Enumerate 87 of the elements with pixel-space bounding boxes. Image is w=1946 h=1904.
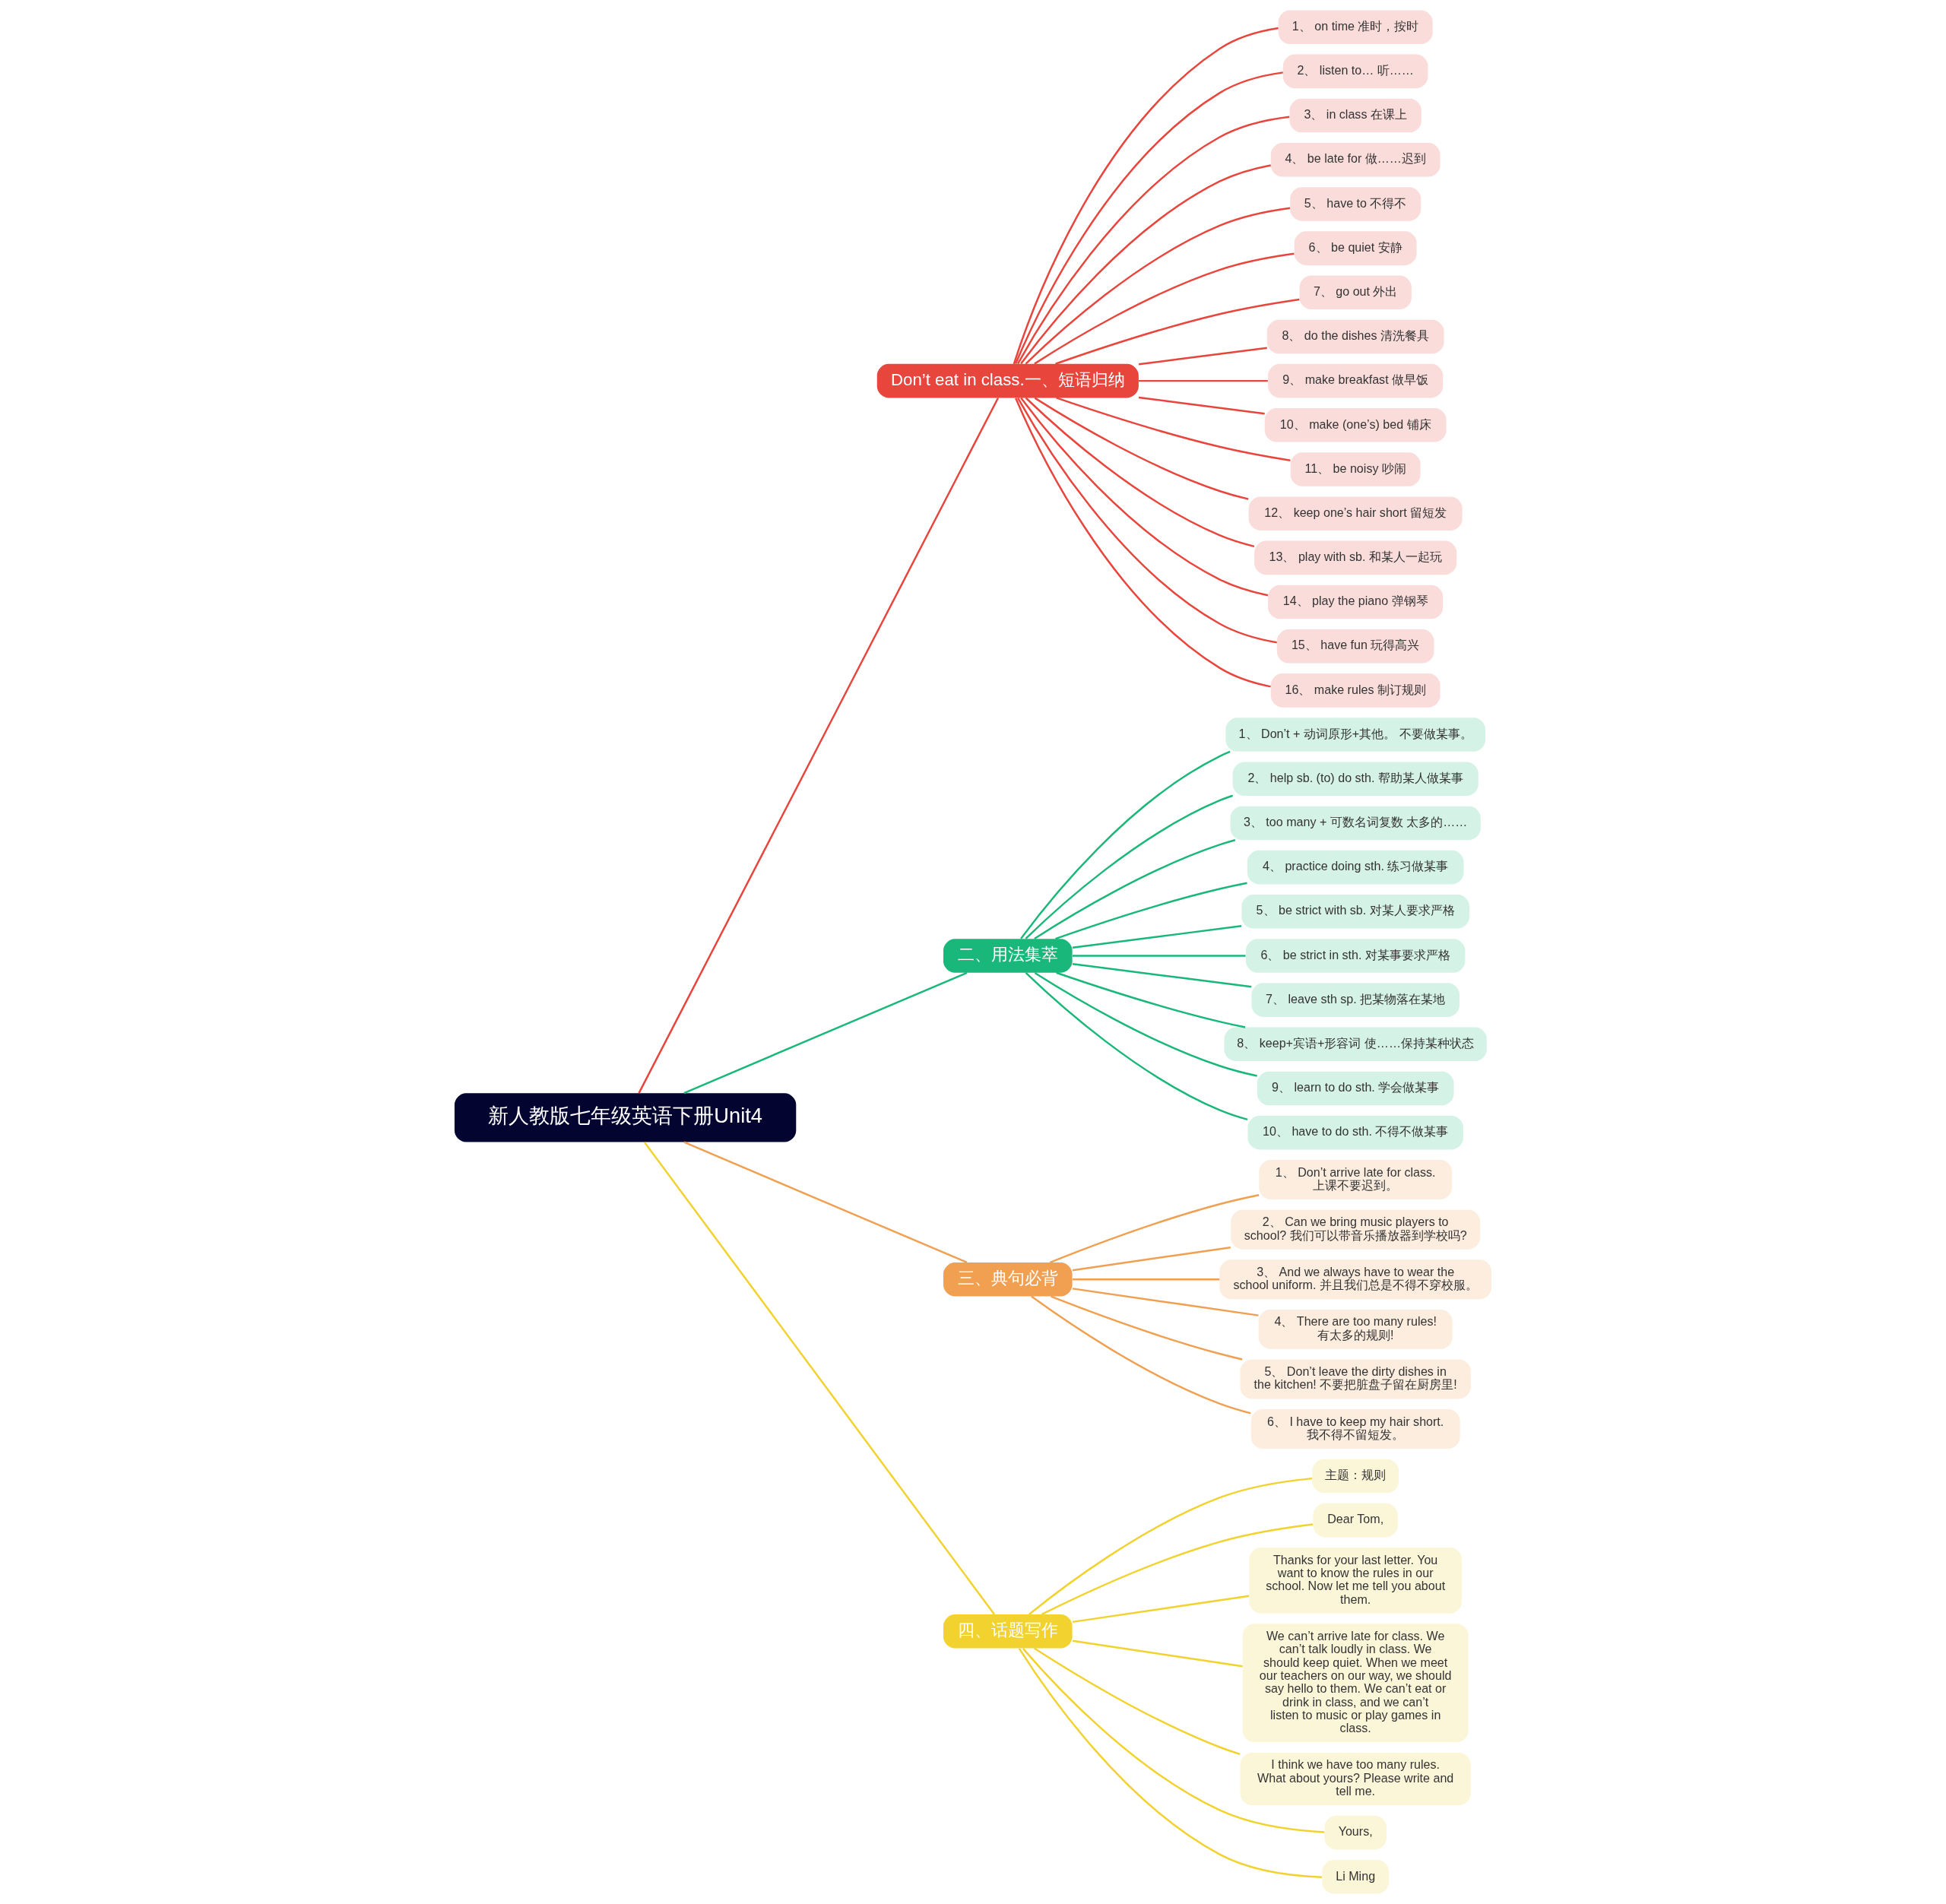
connector (1020, 750, 1231, 939)
connector (1016, 397, 1277, 644)
node-box: We can’t arrive late for class. We can’t talk loudly in class. We should keep quiet. When we meet our teachers on our way, we should say hello to them. We can’t eat or drink in class, and we can’t listen to music or play games in class. (1242, 1624, 1469, 1743)
connector (1015, 398, 1271, 688)
node-box: 3、 too many + 可数名词复数 太多的…… (1230, 806, 1481, 841)
node-box: 二、用法集萃 (943, 939, 1073, 973)
node-box: 8、 do the dishes 清洗餐具 (1266, 319, 1444, 354)
connector (1031, 1295, 1251, 1415)
connector (1025, 971, 1248, 1121)
node-box: 6、 be quiet 安静 (1294, 231, 1417, 265)
connector (1072, 1246, 1231, 1272)
node-box: 9、 make breakfast 做早饭 (1268, 363, 1444, 398)
node-box: 4、 There are too many rules! 有太多的规则! (1258, 1309, 1453, 1349)
connector (1022, 1648, 1325, 1833)
node-box: 新人教版七年级英语下册Unit4 (454, 1093, 797, 1142)
node-box: 4、 be late for 做……迟到 (1270, 142, 1440, 177)
connector (683, 1141, 968, 1264)
node-box: 1、 Don’t arrive late for class. 上课不要迟到。 (1259, 1160, 1453, 1200)
node-box: 四、话题写作 (943, 1614, 1073, 1649)
node-box: 主题：规则 (1312, 1459, 1399, 1494)
connector (1138, 347, 1267, 366)
connector (1033, 1647, 1241, 1756)
connector (683, 971, 968, 1095)
connector (1051, 1295, 1243, 1361)
connector (1016, 116, 1290, 365)
connector (1055, 298, 1300, 365)
connector (1041, 1523, 1314, 1615)
node-box: Don’t eat in class.一、短语归纳 (876, 363, 1139, 398)
connector (1025, 794, 1234, 939)
node-box: 9、 learn to do sth. 学会做某事 (1257, 1071, 1454, 1106)
node-box: 7、 go out 外出 (1299, 275, 1412, 310)
node-box: Yours, (1324, 1815, 1387, 1850)
node-box: 10、 have to do sth. 不得不做某事 (1247, 1115, 1463, 1150)
node-box: 5、 have to 不得不 (1290, 187, 1421, 221)
node-box: 2、 help sb. (to) do sth. 帮助某人做某事 (1232, 762, 1479, 796)
node-box: 16、 make rules 制订规则 (1270, 673, 1440, 708)
node-box: 6、 be strict in sth. 对某事要求严格 (1245, 939, 1466, 973)
connector (1013, 27, 1279, 365)
connector (1025, 207, 1291, 365)
node-box: 1、 on time 准时，按时 (1278, 10, 1433, 44)
connector (1028, 1477, 1313, 1615)
node-box: 5、 Don’t leave the dirty dishes in the kitchen! 不要把脏盘子留在厨房里! (1240, 1359, 1471, 1399)
node-box: 6、 I have to keep my hair short. 我不得不留短发。 (1250, 1409, 1460, 1449)
node-box: 15、 have fun 玩得高兴 (1276, 629, 1434, 664)
connector (1056, 397, 1291, 461)
node-box: 3、 in class 在课上 (1289, 98, 1421, 133)
node-box: 10、 make (one’s) bed 铺床 (1264, 408, 1447, 442)
node-box: 5、 be strict with sb. 对某人要求严格 (1241, 895, 1469, 929)
connector (1072, 1288, 1259, 1316)
connector (1015, 71, 1283, 364)
node-box: 4、 practice doing sth. 练习做某事 (1247, 850, 1464, 885)
connector (1139, 379, 1268, 382)
node-box: I think we have too many rules. What about yours? Please write and tell me. (1240, 1752, 1471, 1806)
node-box: 7、 leave sth sp. 把某物落在某地 (1251, 983, 1460, 1017)
node-box: 12、 keep one’s hair short 留短发 (1248, 496, 1463, 531)
node-box: 13、 play with sb. 和某人一起玩 (1254, 540, 1457, 575)
node-box: Dear Tom, (1313, 1503, 1398, 1538)
connector (1034, 839, 1236, 939)
connector (1025, 397, 1255, 548)
connector (1073, 955, 1246, 957)
connector (1072, 1595, 1250, 1624)
connector (1020, 164, 1271, 365)
node-box: 3、 And we always have to wear the school uniform. 并且我们总是不得不穿校服。 (1219, 1259, 1492, 1300)
connector (638, 397, 1000, 1094)
connector (1056, 971, 1246, 1028)
connector (1050, 1194, 1260, 1263)
node-box: Thanks for your last letter. You want to know the rules in our school. Now let me tell you about them. (1249, 1548, 1463, 1614)
connector (644, 1142, 995, 1615)
node-box: 14、 play the piano 弹钢琴 (1268, 585, 1444, 619)
node-box: 8、 keep+宾语+形容词 使……保持某种状态 (1224, 1027, 1487, 1062)
node-box: 11、 be noisy 吵闹 (1290, 452, 1421, 486)
node-box: 三、典句必背 (943, 1262, 1073, 1297)
connector (1138, 396, 1265, 415)
connector (1072, 925, 1242, 949)
node-box: 2、 listen to… 听…… (1282, 54, 1428, 89)
connector (1034, 252, 1295, 365)
connector (1072, 1639, 1243, 1668)
node-box: Li Ming (1322, 1860, 1390, 1894)
connector (1072, 962, 1252, 988)
connector (1055, 882, 1247, 940)
connector (1020, 397, 1269, 597)
connector (1073, 1278, 1220, 1281)
connector (1034, 971, 1257, 1077)
connector (1034, 397, 1249, 500)
node-box: 2、 Can we bring music players to school? 我们可以带音乐播放器到学校吗? (1231, 1209, 1481, 1250)
connector (1018, 1648, 1322, 1878)
node-box: 1、 Don’t + 动词原形+其他。 不要做某事。 (1225, 718, 1485, 752)
